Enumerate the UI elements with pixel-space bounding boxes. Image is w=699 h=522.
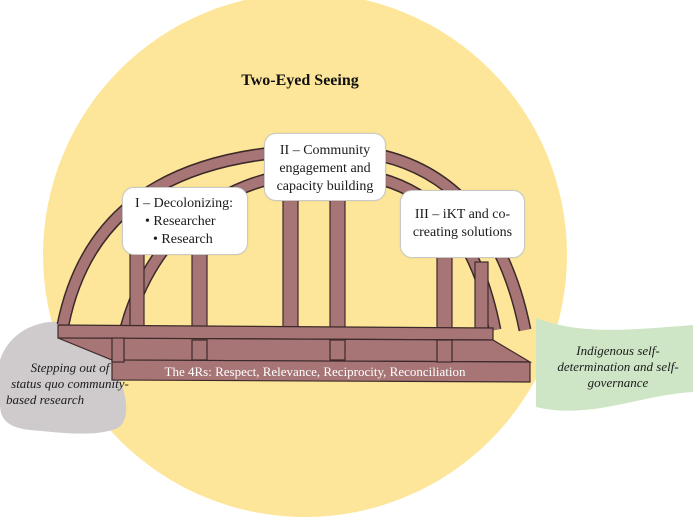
left-bank-line-3: based research: [6, 392, 85, 407]
box-ikt-line-2: creating solutions: [412, 225, 513, 240]
box-community: II – Community engagement and capacity b…: [264, 133, 386, 201]
post-3: [282, 195, 299, 329]
deck-surface: [57, 337, 533, 363]
box-ikt-line-1: III – iKT and co-: [414, 207, 511, 222]
right-bank-line-2: determination and self-: [557, 359, 679, 374]
front-post-a: [191, 339, 208, 361]
front-post-c: [436, 339, 453, 363]
left-bank-line-1: Stepping out of: [30, 360, 110, 375]
box-decolonizing-item-1-text: Researcher: [153, 214, 216, 229]
box-decolonizing-item-2-text: Research: [161, 232, 213, 247]
box-decolonizing: I – Decolonizing: • Researcher • Researc…: [122, 187, 248, 255]
right-bank-shape: [536, 318, 693, 411]
box-community-line-2: engagement and: [279, 161, 371, 176]
right-bank-label: Indigenous self- determination and self-…: [548, 343, 688, 391]
left-bank-line-2: status quo community-: [11, 376, 129, 391]
post-6: [474, 261, 489, 331]
sun-circle: [43, 0, 567, 517]
box-community-line-1: II – Community: [279, 143, 371, 158]
box-decolonizing-heading: I – Decolonizing:: [135, 196, 233, 211]
box-decolonizing-item-1: • Researcher: [145, 214, 216, 229]
deck-front-beam: [111, 359, 531, 383]
box-decolonizing-item-2: • Research: [153, 232, 213, 247]
diagram-title: Two-Eyed Seeing: [241, 72, 359, 89]
bridge-deck-label: The 4Rs: Respect, Relevance, Reciprocity…: [164, 364, 466, 379]
post-1: [129, 249, 145, 329]
right-bank-line-1: Indigenous self-: [576, 343, 660, 358]
front-post-left: [111, 337, 125, 363]
left-bank-label: Stepping out of status quo community- ba…: [0, 360, 140, 408]
deck-front-posts: [111, 337, 453, 363]
box-community-line-3: capacity building: [276, 179, 374, 194]
right-bank-line-3: governance: [587, 375, 649, 390]
front-post-b: [329, 339, 346, 361]
box-ikt: III – iKT and co- creating solutions: [400, 190, 525, 258]
